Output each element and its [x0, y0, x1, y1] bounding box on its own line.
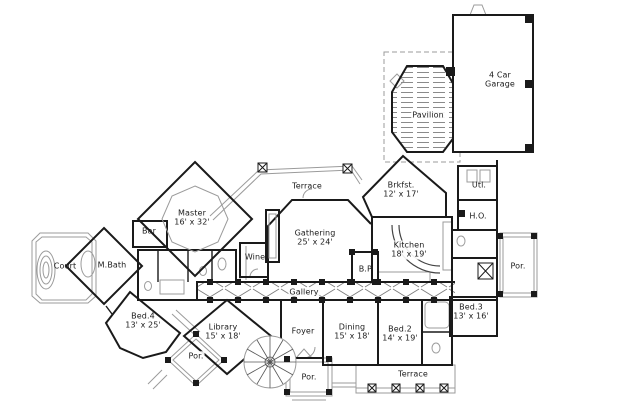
room-label-por-bottom: Por. — [301, 372, 317, 382]
porch-left-steps — [147, 369, 168, 390]
pavilion-outline — [391, 65, 459, 153]
toilet — [456, 235, 466, 247]
terrace-top-edge — [209, 165, 363, 217]
gallery-columns-top — [207, 279, 437, 285]
room-label-por-left: Por. — [187, 351, 205, 361]
spiral-staircase — [243, 335, 297, 389]
room-label-gallery: Gallery — [288, 287, 320, 297]
library-outline — [182, 298, 273, 376]
chimney — [469, 4, 487, 16]
door-arc — [303, 346, 316, 359]
room-label-court: Court — [53, 261, 77, 271]
closet-block-outline — [137, 249, 237, 301]
porch-right-outline — [499, 232, 538, 298]
master-tray-ceiling — [161, 185, 229, 253]
fireplace-inner — [268, 213, 277, 259]
toilet — [144, 281, 152, 291]
room-label-bar: Bar — [142, 226, 156, 236]
room-label-mbath: M.Bath — [97, 260, 127, 270]
entry-doors — [295, 348, 313, 359]
room-label-garage: 4 Car Garage — [485, 70, 515, 89]
bed3-outline — [449, 296, 498, 337]
garage-outline — [452, 14, 534, 153]
room-label-por-right: Por. — [510, 261, 526, 271]
door-arc — [302, 188, 313, 199]
x-column-markers — [257, 162, 494, 393]
kitchen-counter — [442, 221, 453, 271]
utility-appliance — [466, 169, 478, 183]
gallery-columns-bottom — [207, 297, 437, 303]
master-tub — [80, 250, 96, 278]
bath-tub — [424, 301, 450, 329]
vanity — [159, 279, 185, 295]
wine-outline — [239, 242, 269, 278]
room-label-wine: Wine — [244, 252, 266, 262]
porch-bottom-columns — [284, 356, 332, 395]
utility-appliance — [479, 169, 491, 183]
walkway-lines — [171, 309, 201, 337]
column-markers — [165, 15, 537, 395]
room-label-bp: B.P. — [358, 264, 374, 274]
sink — [217, 257, 227, 271]
room-label-foyer: Foyer — [291, 326, 315, 336]
master-bath-outline — [64, 226, 144, 306]
room-label-terrace-top: Terrace — [292, 181, 322, 191]
room-label-utl: Utl. — [471, 180, 487, 190]
pantry-columns — [349, 249, 378, 285]
room-label-pavilion: Pavilion — [411, 110, 445, 120]
court-outline — [31, 232, 97, 304]
bed4-outline — [104, 290, 182, 360]
toilet — [431, 342, 441, 354]
entry-steps — [290, 395, 328, 401]
door-arc — [249, 268, 259, 278]
master-outline — [136, 160, 254, 278]
court-pond — [36, 250, 56, 290]
room-label-terrace-bottom: Terrace — [398, 369, 428, 379]
gallery-colonnade — [197, 282, 455, 300]
inner-details — [161, 185, 277, 259]
fireplace — [265, 209, 280, 263]
bar-outline — [132, 220, 168, 248]
room-label-brkfst: Brkfst.12' x 17' — [383, 180, 419, 199]
room-label-ho: H.O. — [469, 211, 487, 221]
